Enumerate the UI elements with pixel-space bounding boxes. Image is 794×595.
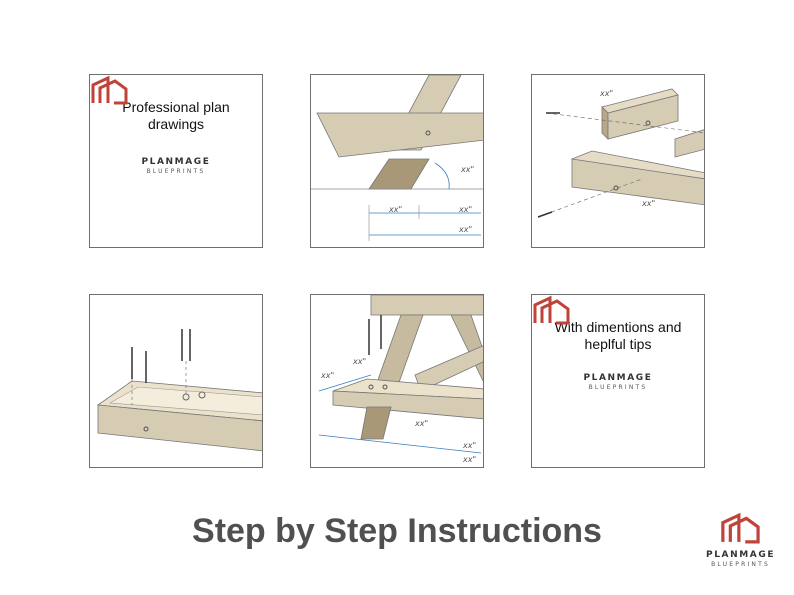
dimension-label: xx" [415,419,429,428]
brand-name: PLANMAGE [583,373,653,383]
step-panel-boards: xx" xx" [531,74,705,248]
brand-logo: PLANMAGE BLUEPRINTS [533,295,653,391]
dimension-label: xx" [389,205,403,214]
step-panel-frame [89,294,263,468]
dimension-label: xx" [459,225,473,234]
dimension-label: xx" [353,357,367,366]
dimension-label: xx" [463,455,477,464]
dimension-label: xx" [642,199,656,208]
planmage-logo-icon [720,512,760,544]
outro-panel: With dimentions and heplful tips PLANMAG… [531,294,705,468]
brand-sub: BLUEPRINTS [146,168,206,175]
bench-drawing [318,295,483,454]
brand-sub: BLUEPRINTS [711,561,770,568]
dimension-label: xx" [459,205,473,214]
intro-panel: Professional plan drawings PLANMAGE BLUE… [89,74,263,248]
step-panel-bench: xx" xx" xx" xx" xx" [310,294,484,468]
step-panel-angle: xx" xx" xx" xx" [310,74,484,248]
brand-sub: BLUEPRINTS [588,384,648,391]
brand-logo: PLANMAGE BLUEPRINTS [91,75,211,175]
planmage-logo-icon [533,295,570,325]
beam-angle-drawing [311,75,483,241]
frame-drawing [96,329,262,452]
planmage-logo-icon [91,75,128,105]
page-title: Step by Step Instructions [192,512,602,550]
brand-name: PLANMAGE [706,550,776,560]
brand-name: PLANMAGE [141,157,211,167]
dimension-label: xx" [600,89,614,98]
dimension-label: xx" [463,441,477,450]
outro-caption: With dimentions and heplful tips [554,319,682,352]
dimension-label: xx" [321,371,335,380]
corner-brand-logo: PLANMAGE BLUEPRINTS [706,512,775,568]
boards-drawing [537,88,704,218]
intro-caption: Professional plan drawings [122,99,230,132]
dimension-label: xx" [461,165,475,174]
